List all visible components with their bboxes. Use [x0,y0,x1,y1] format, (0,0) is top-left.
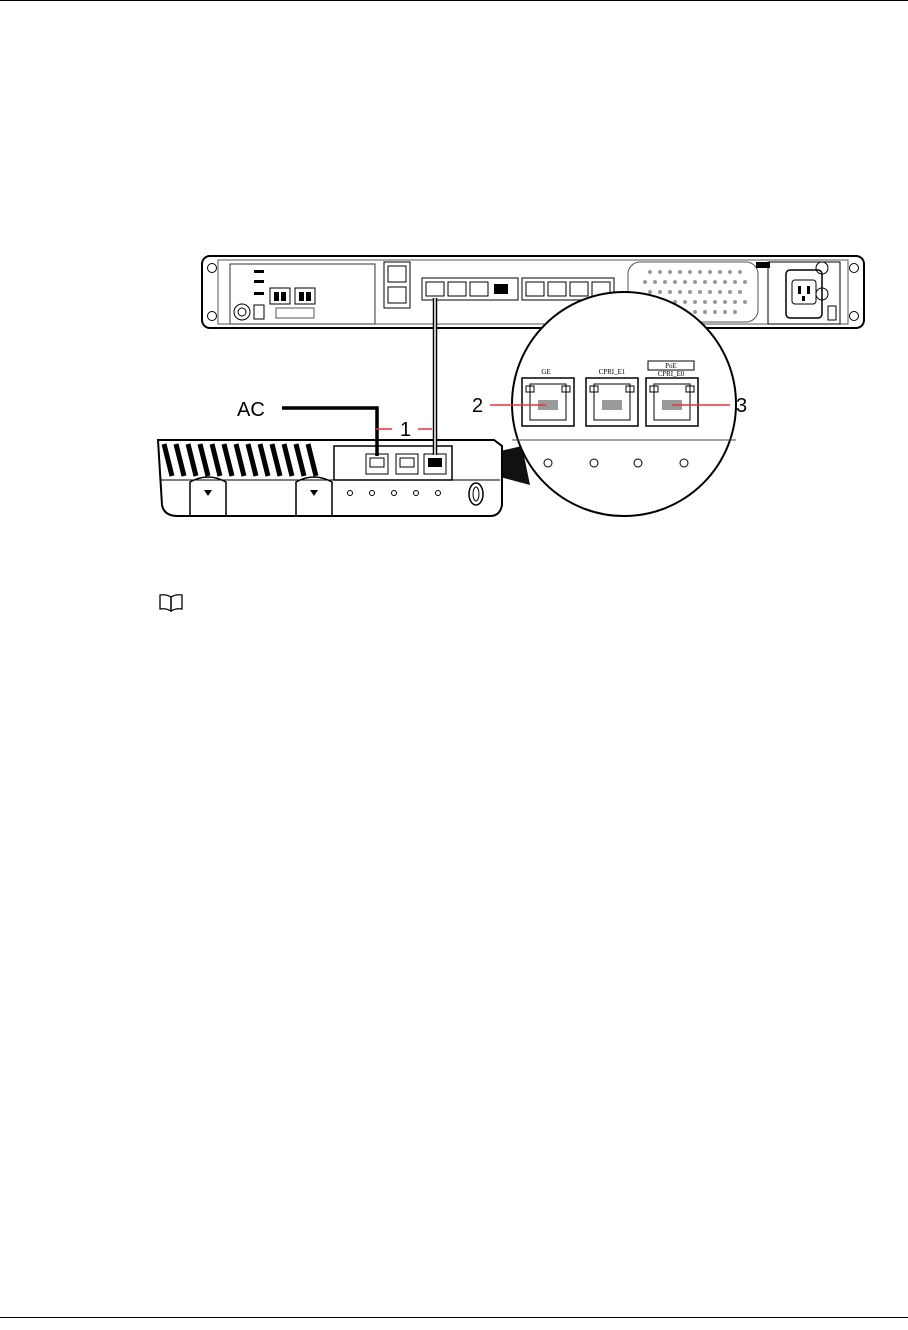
rack-device [202,256,864,328]
header-rule [0,0,908,1]
port-label-cpri-e1: CPRI_E1 [599,368,626,376]
callout-2: 2 [472,395,483,417]
callout-3: 3 [736,395,747,417]
callout-1: 1 [400,419,411,441]
callout-ac: AC [237,399,265,421]
port-label-cpri-e0: CPRI_E0 [658,370,685,378]
connection-diagram: GE CPRI_E1 PoE CPRI_E0 [150,250,870,525]
port-label-poe: PoE [665,362,677,370]
book-icon [158,593,184,613]
ap-device [158,440,502,516]
port-label-ge: GE [541,368,550,376]
footer-rule [0,1317,908,1318]
